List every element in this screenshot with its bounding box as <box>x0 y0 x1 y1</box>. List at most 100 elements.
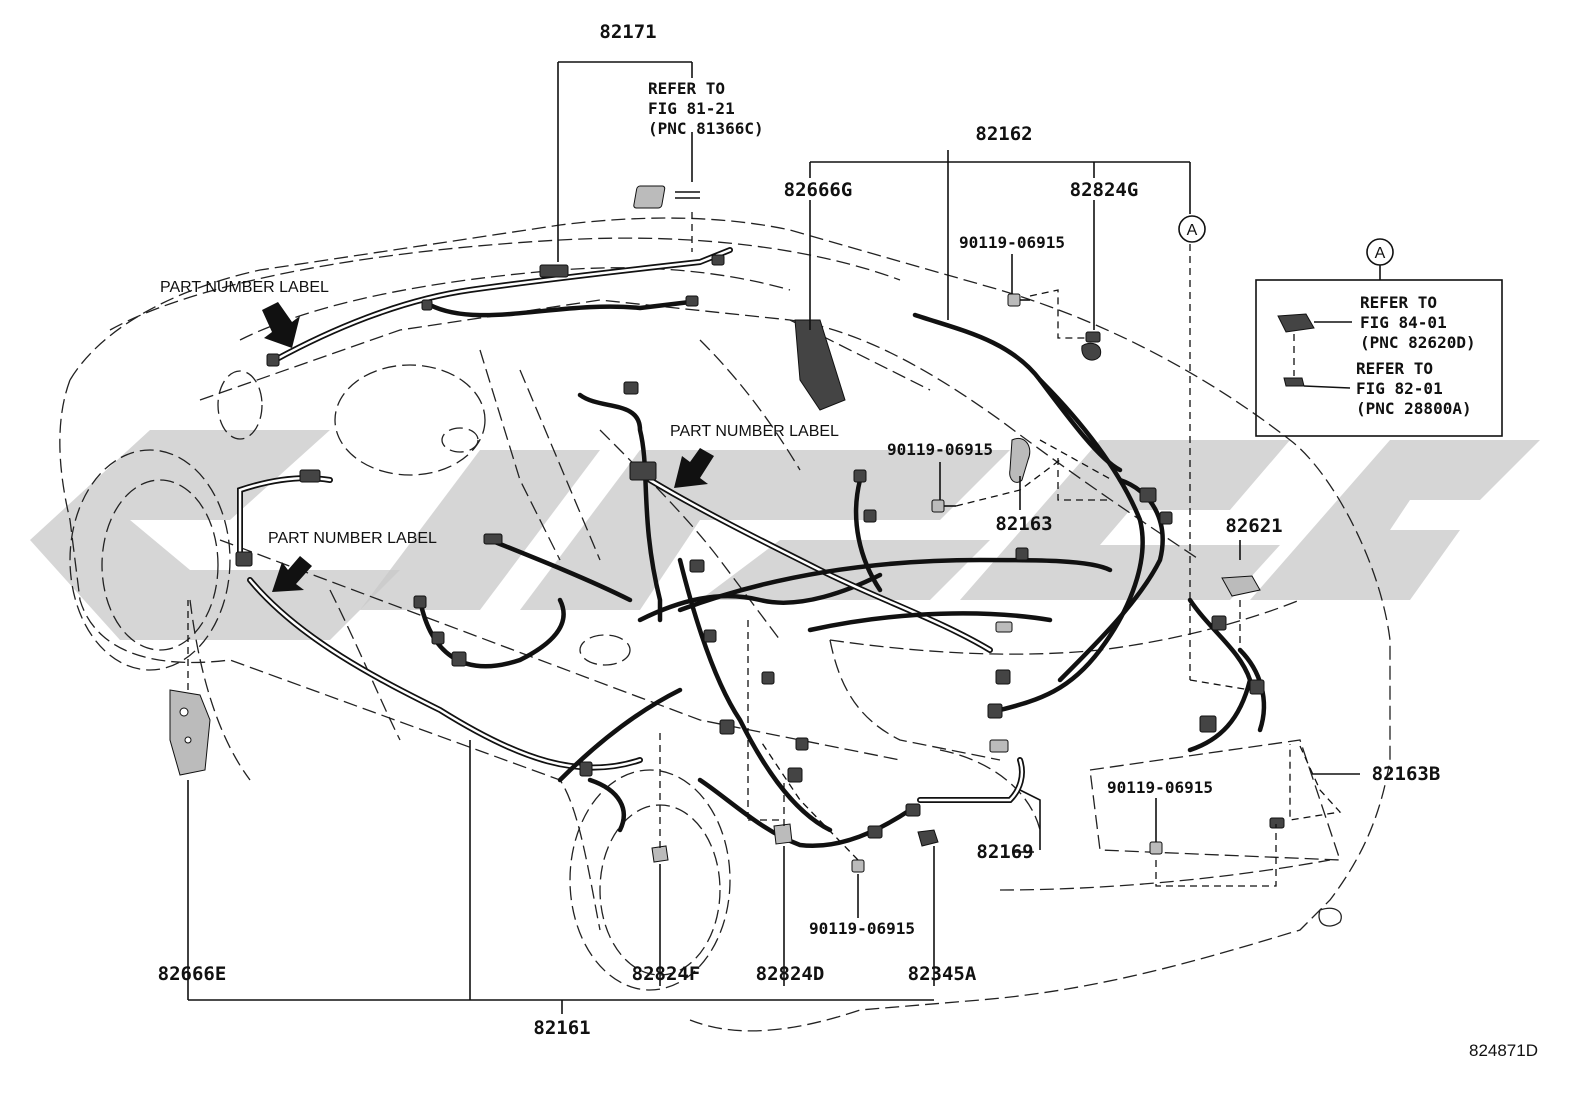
connector <box>623 381 639 395</box>
part-82161: 82161 <box>533 1017 590 1039</box>
part-82169: 82169 <box>976 841 1033 863</box>
arrow-icon <box>272 556 312 592</box>
watermark <box>30 430 1540 640</box>
connector <box>787 767 803 783</box>
connector-82345A-icon <box>917 829 939 847</box>
connector <box>689 559 705 573</box>
diagram-code: 824871D <box>1469 1041 1538 1060</box>
part-90119-top: 90119-06915 <box>959 233 1065 252</box>
part-82824D: 82824D <box>756 963 825 985</box>
connector <box>863 509 877 523</box>
connector <box>989 739 1009 753</box>
bolt-icon <box>1149 841 1163 855</box>
part-82163: 82163 <box>995 513 1052 535</box>
arrow-icon <box>262 302 300 348</box>
connector <box>685 295 699 307</box>
part-82621: 82621 <box>1225 515 1282 537</box>
reference-inset1-line1: REFER TO <box>1360 293 1437 312</box>
connector <box>853 469 867 483</box>
part-82163B: 82163B <box>1372 763 1441 785</box>
part-90119-right: 90119-06915 <box>1107 778 1213 797</box>
connector <box>451 651 467 667</box>
connector <box>987 703 1003 719</box>
part-82171: 82171 <box>599 21 656 43</box>
bracket-82666E-icon <box>169 689 211 776</box>
connector <box>719 719 735 735</box>
reference-inset1-line3: (PNC 82620D) <box>1360 333 1476 352</box>
connector <box>905 803 921 817</box>
connector <box>629 461 657 481</box>
leader-lines <box>187 61 1360 1014</box>
inset-box <box>1255 279 1503 437</box>
reference-inset1-line2: FIG 84-01 <box>1360 313 1447 332</box>
roof-console-connector-icon <box>633 185 700 209</box>
grommet-82824F-icon <box>651 845 669 863</box>
callout-part-number-label-2: PART NUMBER LABEL <box>670 423 839 440</box>
marker-a-inset <box>1366 238 1394 266</box>
inset-connector-small-icon <box>1283 377 1305 387</box>
reference-inset2-line3: (PNC 28800A) <box>1356 399 1472 418</box>
part-82824G: 82824G <box>1070 179 1139 201</box>
part-82824F: 82824F <box>632 963 701 985</box>
reference-top: REFER TO FIG 81-21 (PNC 81366C) <box>648 79 764 138</box>
interior-outline <box>217 339 801 666</box>
connector <box>1211 615 1227 631</box>
part-82666G: 82666G <box>784 179 853 201</box>
marker-a-inset-label: A <box>1375 245 1386 262</box>
part-number-label-arrows <box>262 302 714 592</box>
connector <box>539 264 569 278</box>
reference-top-line2: FIG 81-21 <box>648 99 735 118</box>
roof-harness-82171 <box>266 247 733 367</box>
clip-82163-icon <box>1009 438 1031 483</box>
reference-inset-2: REFER TO FIG 82-01 (PNC 28800A) <box>1356 359 1472 418</box>
connector <box>761 671 775 685</box>
part-82666E: 82666E <box>158 963 227 985</box>
connector <box>795 737 809 751</box>
bolt-icon <box>851 859 865 873</box>
connector <box>235 551 253 567</box>
floor-harness-82161 <box>235 469 1025 848</box>
connector <box>1269 817 1285 829</box>
part-90119-mid: 90119-06915 <box>887 440 993 459</box>
connector <box>483 533 503 545</box>
connector <box>995 669 1011 685</box>
inset-connector-icon <box>1277 313 1315 333</box>
part-82345A: 82345A <box>908 963 977 985</box>
connector <box>1015 547 1029 561</box>
connector <box>413 595 427 609</box>
reference-top-line3: (PNC 81366C) <box>648 119 764 138</box>
clamp-82824D-icon <box>773 823 793 845</box>
clamp-82824G-icon <box>1081 331 1102 361</box>
connector <box>995 621 1013 633</box>
callout-part-number-label-1: PART NUMBER LABEL <box>160 279 329 296</box>
part-90119-bottom: 90119-06915 <box>809 919 915 938</box>
connector <box>299 469 321 483</box>
bolt-icon <box>931 499 956 513</box>
marker-a-main-label: A <box>1187 222 1198 239</box>
junction-block-icon <box>794 319 846 411</box>
bolt-icon <box>1007 293 1030 307</box>
reference-inset2-line2: FIG 82-01 <box>1356 379 1443 398</box>
marker-a-main <box>1178 215 1206 243</box>
connector <box>1249 679 1265 695</box>
callout-part-number-label-3: PART NUMBER LABEL <box>268 530 437 547</box>
reference-inset-1: REFER TO FIG 84-01 (PNC 82620D) <box>1360 293 1476 352</box>
front-wheel <box>69 449 231 671</box>
arrow-icon <box>674 448 714 488</box>
part-82162: 82162 <box>975 123 1032 145</box>
connector <box>1159 511 1173 525</box>
connector <box>703 629 717 643</box>
rear-wheel <box>569 769 731 991</box>
connector <box>421 299 433 311</box>
part-icons <box>169 185 1315 873</box>
part-number-labels: 82171 82162 82666G 82824G 90119-06915 90… <box>158 21 1441 1039</box>
relay-82621-icon <box>1221 575 1261 597</box>
connector <box>266 353 280 367</box>
connector <box>1139 487 1157 503</box>
connector <box>867 825 883 839</box>
reference-top-line1: REFER TO <box>648 79 725 98</box>
connector <box>1199 715 1217 733</box>
connector <box>579 761 593 777</box>
